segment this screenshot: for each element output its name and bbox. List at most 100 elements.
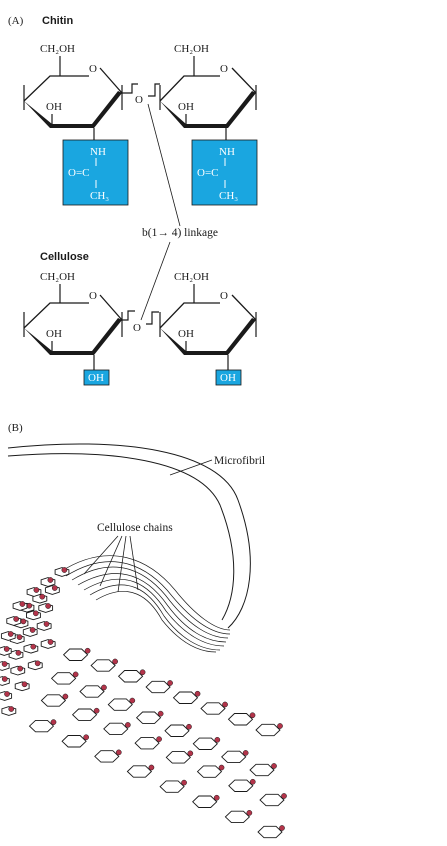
hydroxyl-bead [218,764,225,771]
hydroxyl-bead [4,691,10,697]
hydroxyl-bead [271,763,277,769]
hydroxyl-bead [112,658,118,665]
acetamido-box-1: NH O=C CH₃ [62,139,129,206]
glucose-ring [249,763,275,777]
hydroxyl-bead [129,697,136,704]
hydroxyl-bead [17,665,24,672]
nh-label: NH [90,146,106,158]
hydroxyl-bead [47,577,54,583]
glucose-ring [200,702,226,715]
hydroxyl-bead [93,707,100,714]
hydroxyl-bead [8,706,15,712]
hydroxyl-bead [43,621,50,627]
oh-label: OH [178,101,194,113]
glucose-ring [221,750,247,764]
linkage-pointer-top [147,103,181,227]
cellulose-ring-1: CH₂OH O OH OH [23,271,123,386]
glucose-ring [255,723,281,737]
cellulose-ring-2: CH₂OH O OH OH [159,271,257,386]
ch2oh-label: CH₂OH [40,271,75,283]
bridge-oxygen: O [133,322,141,334]
hydroxyl-bead [61,567,68,573]
hydroxyl-bead [279,825,285,831]
hydroxyl-box [215,369,242,386]
hydroxyl-bead [47,639,54,645]
glucose-ring [126,765,153,778]
glucose-ring [62,648,89,661]
oc-label: O=C [197,167,218,179]
ch3-label: CH₃ [90,190,109,202]
hydroxyl-bead [29,627,36,633]
acetamido-box-2: NH O=C CH₃ [191,139,258,206]
glucose-ring [257,825,283,839]
glucose-ring [94,750,120,763]
hydroxyl-bead [222,701,228,708]
glucose-ring [134,736,160,750]
ch2oh-label: CH₂OH [174,43,209,55]
glucose-ring [79,685,105,698]
hydroxyl-bead [186,723,192,730]
hydroxyl-bead [139,669,146,676]
linkage-pointer-bottom [140,241,171,321]
glucose-ring [165,751,191,764]
hydroxyl-bead [214,736,221,743]
cellulose-glycosidic-bridge: O [122,310,159,334]
hydroxyl-bead [115,749,122,756]
hydroxyl-bead [16,634,23,640]
hydroxyl-bead [84,647,91,654]
glucose-ring [164,724,190,737]
hydroxyl-bead [194,690,201,697]
glucose-ring [117,670,144,683]
hydroxyl-bead [187,750,194,757]
hydroxyl-bead [1,661,8,667]
glucose-ring [71,708,98,721]
hydroxyl-bead [156,736,162,742]
linkage-label: b(1→ 4) linkage [142,227,218,239]
microfibril-pointer [169,459,213,476]
hydroxyl-bead [249,712,256,719]
oh-label: OH [178,328,194,340]
oh-label: OH [46,328,62,340]
hydroxyl-bead [3,646,10,652]
hydroxyl-bead [1,676,8,682]
ch2oh-label: CH₂OH [40,43,75,55]
glucose-ring [50,672,77,685]
hydroxyl-label: OH [88,372,104,384]
hydroxyl-bead [277,723,283,729]
chain-bundle [59,555,231,653]
glucose-ring [192,737,218,750]
hydroxyl-bead [281,793,287,799]
hydroxyl-bead [34,660,41,667]
hydroxyl-bead [19,601,26,607]
hydroxyl-bead [21,681,28,688]
chitin-title: Chitin [42,15,73,27]
hydroxyl-bead [181,779,187,786]
hydroxyl-bead [51,585,58,591]
hydroxyl-bead [249,778,256,785]
glucose-ring [135,711,162,724]
chitin-ring-2: CH₂OH O OH [159,43,257,140]
glucose-ring [40,694,67,707]
hydroxyl-bead [33,587,40,593]
hydroxyl-box [83,369,110,386]
microfibril [7,443,251,629]
glucose-ring [103,722,129,736]
hydroxyl-label: OH [220,372,236,384]
glucose-ring [28,719,55,733]
hydroxyl-bead [62,693,69,700]
glucose-ring [196,765,223,778]
glucose-ring [61,735,87,748]
hydroxyl-bead [50,719,57,725]
chains-pointers [83,535,139,593]
oh-label: OH [46,101,62,113]
panel-a-letter: (A) [8,15,24,27]
hydroxyl-bead [7,631,14,637]
hydroxyl-bead [101,684,107,691]
glucose-ring [224,810,251,824]
glucose-ring [259,793,285,807]
hydroxyl-bead [246,810,253,816]
bridge-oxygen: O [135,94,143,106]
hydroxyl-bead [167,680,173,686]
ring-oxygen: O [89,290,97,302]
